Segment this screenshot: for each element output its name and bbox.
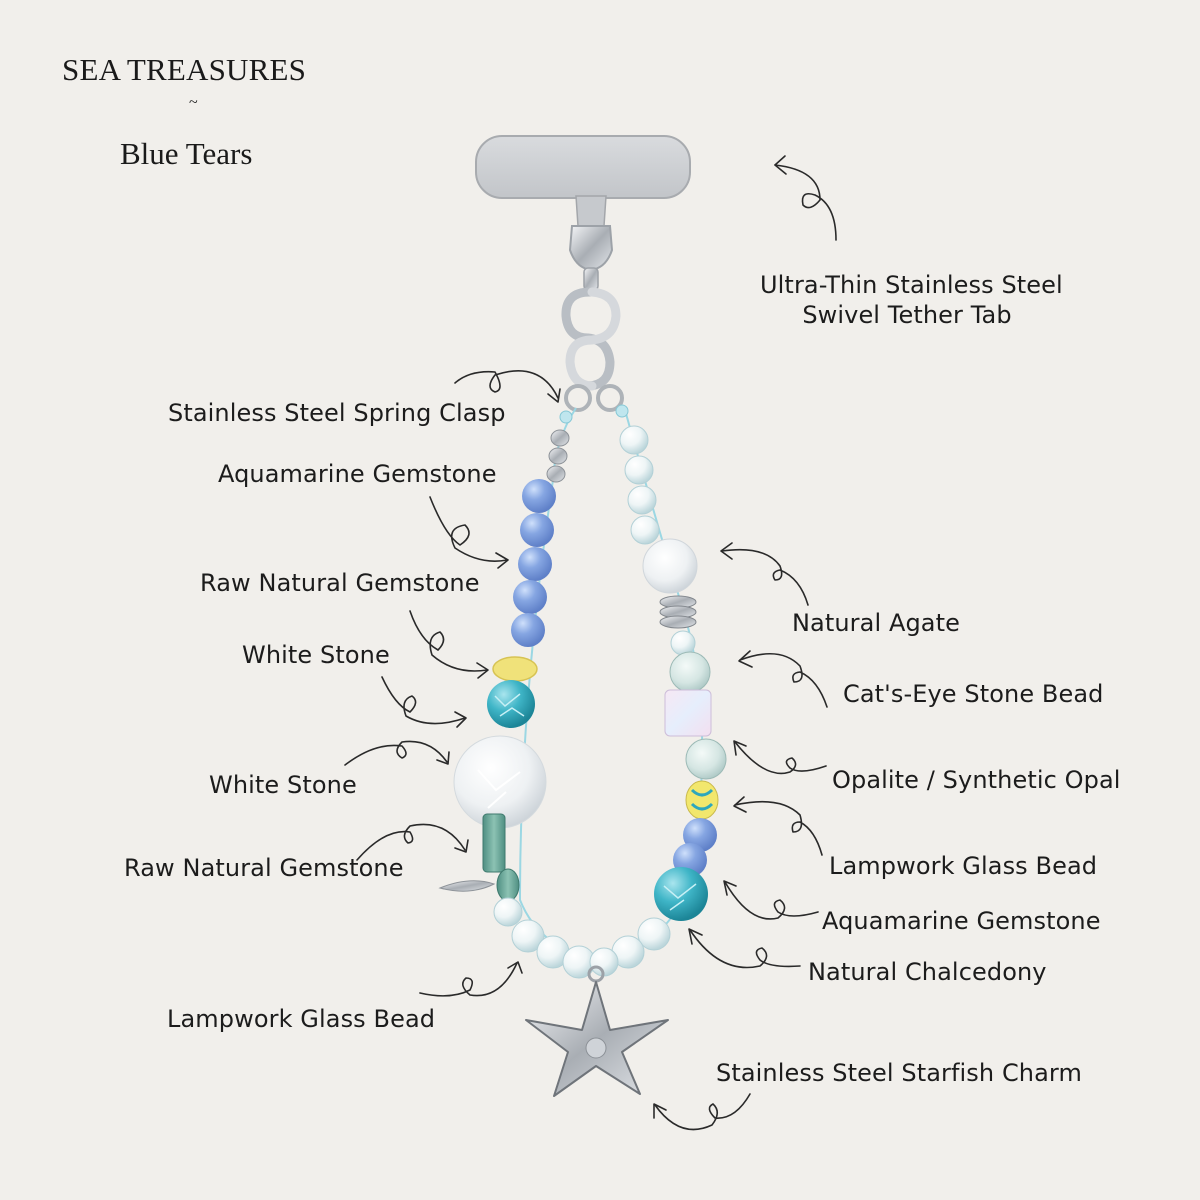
callout-raw-gemstone-upper: Raw Natural Gemstone	[200, 569, 480, 597]
callout-tether-tab-line1: Ultra-Thin Stainless Steel	[760, 271, 1063, 299]
callout-aquamarine-left: Aquamarine Gemstone	[218, 460, 497, 488]
callout-raw-gemstone-lower: Raw Natural Gemstone	[124, 854, 404, 882]
callout-tether-tab-line2: Swivel Tether Tab	[802, 301, 1012, 329]
callout-white-stone-upper: White Stone	[242, 641, 390, 669]
collection-title: SEA TREASURES	[62, 52, 307, 87]
callout-chalcedony: Natural Chalcedony	[808, 958, 1047, 986]
starfish-charm	[525, 965, 669, 1097]
callout-natural-agate: Natural Agate	[792, 609, 960, 637]
callout-lampwork-left: Lampwork Glass Bead	[167, 1005, 436, 1033]
callout-arrows	[344, 155, 837, 1131]
product-name: Blue Tears	[120, 136, 253, 171]
tether-tab	[475, 135, 691, 227]
callout-white-stone-lower: White Stone	[209, 771, 357, 799]
spring-clasp	[561, 287, 624, 412]
callout-starfish: Stainless Steel Starfish Charm	[716, 1059, 1082, 1087]
callout-lampwork-right: Lampwork Glass Bead	[829, 852, 1098, 880]
left-strand	[438, 410, 596, 979]
title-separator: ~	[189, 94, 198, 111]
callout-cats-eye: Cat's-Eye Stone Bead	[843, 680, 1104, 708]
right-strand	[589, 404, 727, 977]
callout-opalite: Opalite / Synthetic Opal	[832, 766, 1121, 794]
callout-tether-tab: Ultra-Thin Stainless Steel Swivel Tether…	[760, 270, 1063, 330]
callout-aquamarine-right: Aquamarine Gemstone	[822, 907, 1101, 935]
swivel-hardware	[568, 225, 614, 291]
callout-spring-clasp: Stainless Steel Spring Clasp	[168, 399, 506, 427]
